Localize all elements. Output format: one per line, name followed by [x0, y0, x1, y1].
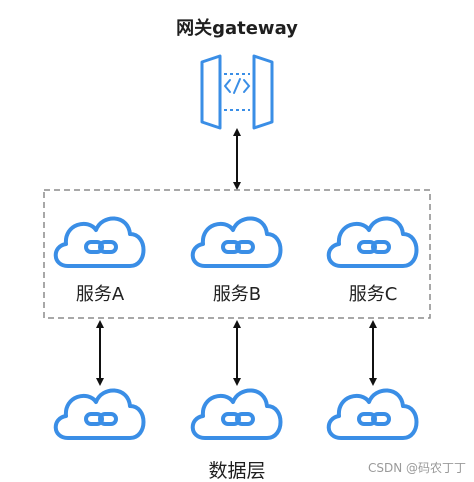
watermark: CSDN @码农丁丁 — [367, 461, 466, 475]
service-c-label: 服务C — [348, 284, 398, 305]
services-container — [43, 189, 431, 319]
service-c-cloud-icon — [326, 216, 419, 268]
data-node-2-cloud-icon — [190, 388, 283, 440]
service-a-cloud-icon — [53, 216, 146, 268]
data-node-3-cloud-icon — [326, 388, 419, 440]
data-layer-title: 数据层 — [208, 460, 266, 482]
data-node-1-cloud-icon — [53, 388, 146, 440]
gateway-title: 网关gateway — [176, 18, 298, 39]
service-a-label: 服务A — [75, 284, 125, 305]
service-b-cloud-icon — [190, 216, 283, 268]
service-b-label: 服务B — [212, 284, 262, 305]
gateway-icon — [200, 54, 274, 130]
